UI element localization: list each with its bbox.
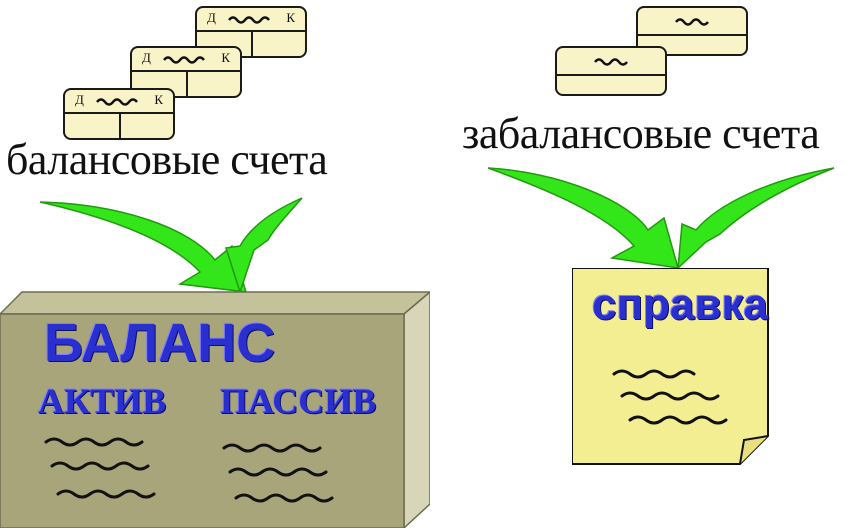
balance-accounts-label: балансовые счета bbox=[6, 135, 328, 184]
right-arrow-icon bbox=[488, 167, 835, 270]
off-balance-card-2 bbox=[636, 6, 748, 56]
liabilities-label: ПАССИВ bbox=[220, 381, 377, 421]
credit-label: К bbox=[221, 50, 230, 65]
balance-title: БАЛАНС bbox=[44, 313, 276, 373]
off-balance-accounts-label: забалансовые счета bbox=[462, 109, 820, 158]
squiggle-icon bbox=[675, 18, 709, 26]
debit-label: Д bbox=[75, 92, 84, 107]
t-account-card-1: Д К bbox=[63, 88, 175, 140]
off-balance-card-1 bbox=[555, 46, 667, 96]
debit-label: Д bbox=[207, 10, 216, 25]
squiggle-icon bbox=[594, 58, 628, 66]
balance-box bbox=[0, 291, 430, 528]
debit-label: Д bbox=[142, 50, 151, 65]
credit-label: К bbox=[286, 10, 295, 25]
squiggle-icon bbox=[163, 56, 205, 64]
t-account-card-2: Д К bbox=[130, 46, 242, 98]
squiggle-icon bbox=[96, 98, 138, 106]
assets-label: АКТИВ bbox=[38, 381, 167, 421]
left-arrow-icon bbox=[40, 197, 303, 295]
squiggle-icon bbox=[228, 16, 270, 24]
credit-label: К bbox=[154, 92, 163, 107]
note-paper bbox=[572, 268, 769, 465]
note-title: справка bbox=[592, 280, 768, 329]
